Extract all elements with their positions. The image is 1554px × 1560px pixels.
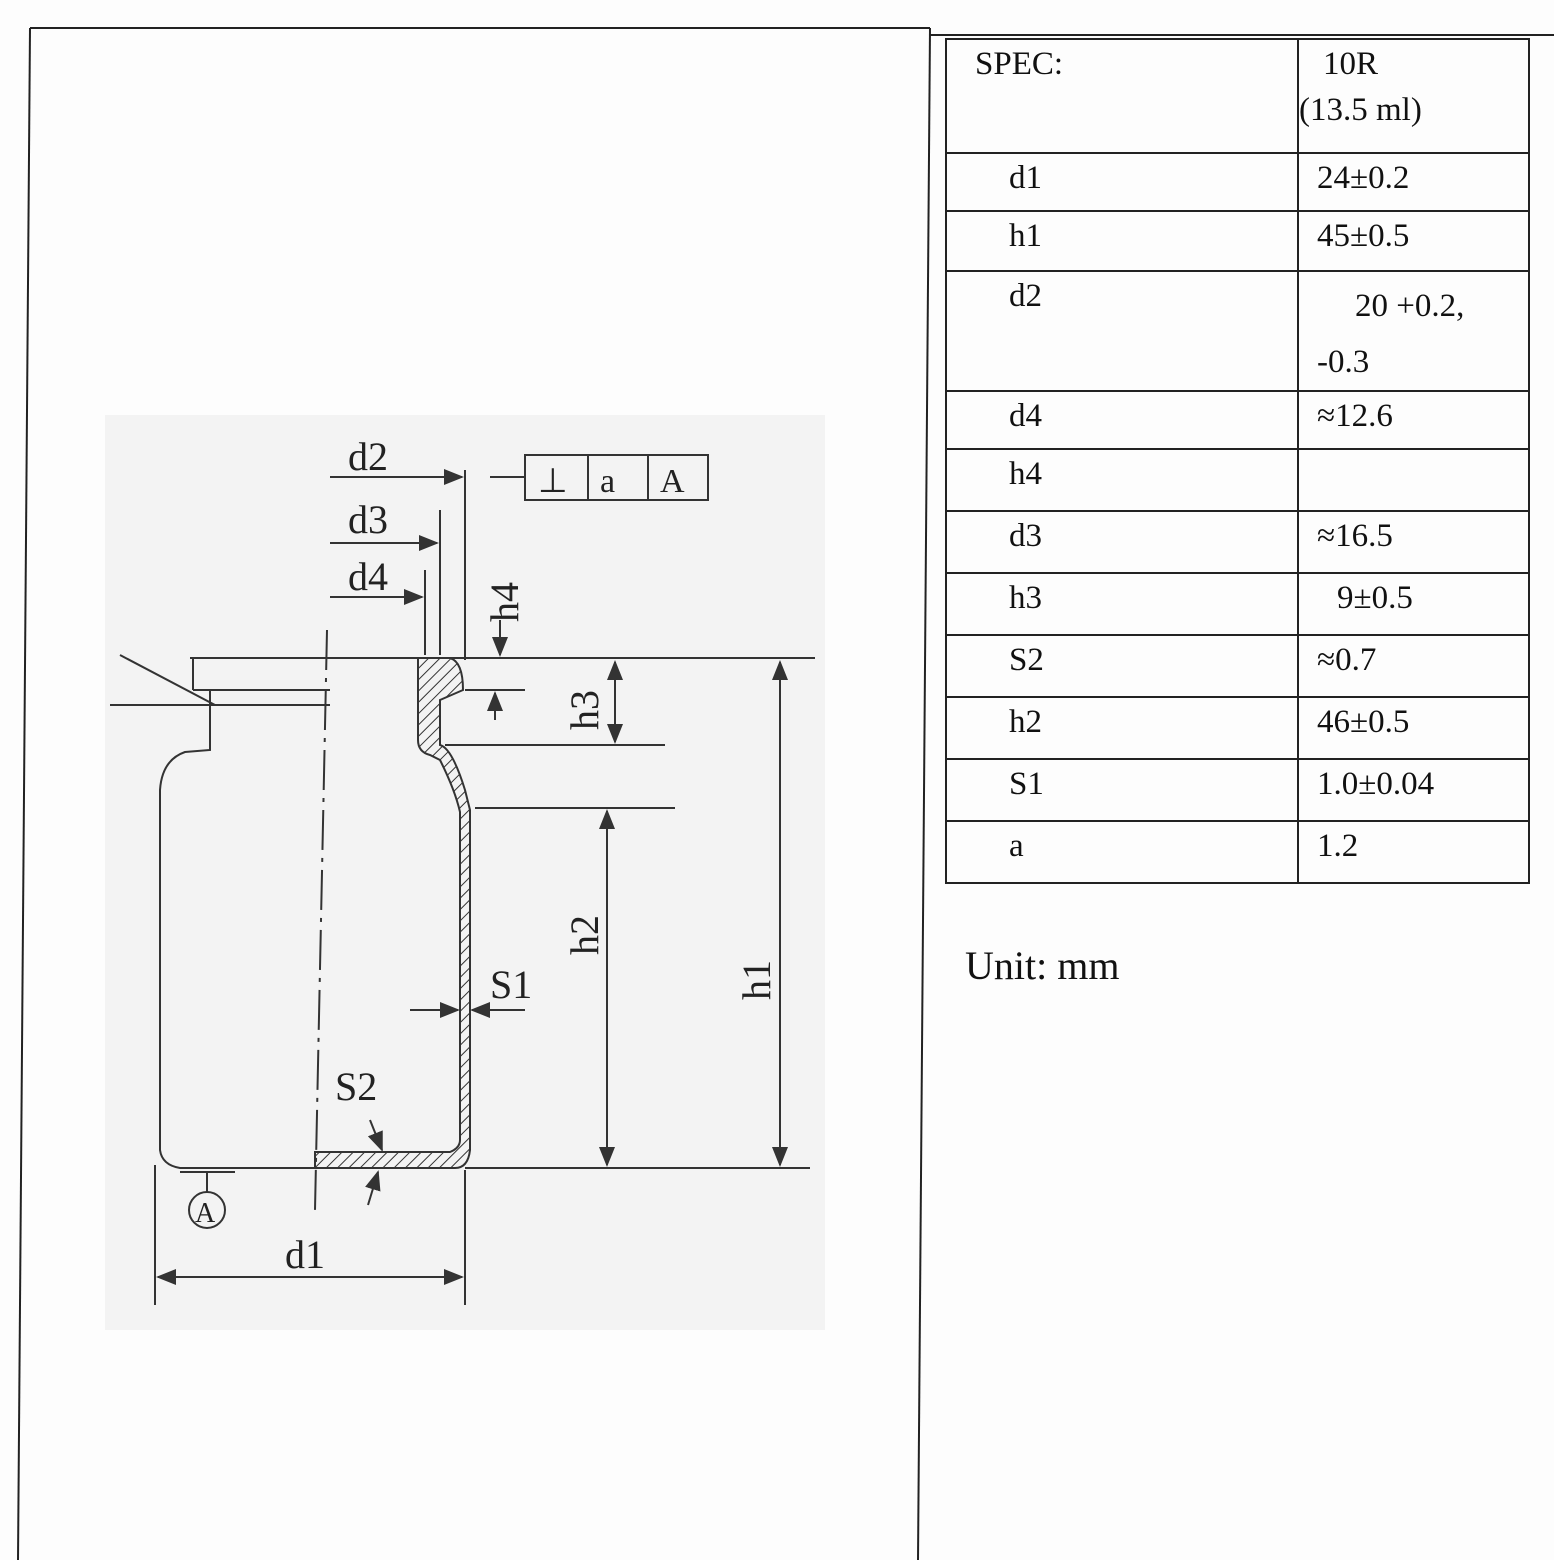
- label-d4: d4: [348, 554, 388, 599]
- tolerance-value: a: [600, 463, 615, 500]
- row-value: 9±0.5: [1297, 572, 1530, 636]
- row-value: 46±0.5: [1297, 696, 1530, 760]
- row-key: d3: [945, 510, 1299, 574]
- label-d3: d3: [348, 497, 388, 542]
- vial-outline: [110, 454, 815, 1305]
- spec-volume: (13.5 ml): [1299, 92, 1422, 128]
- row-value: 20 +0.2, -0.3: [1297, 270, 1530, 392]
- table-row: S2≈0.7: [945, 634, 1530, 698]
- row-value: ≈12.6: [1297, 390, 1530, 450]
- row-value: ≈0.7: [1297, 634, 1530, 698]
- spec-code: 10R: [1323, 46, 1379, 82]
- label-d1: d1: [285, 1232, 325, 1277]
- table-row: d3≈16.5: [945, 510, 1530, 574]
- tolerance-datum: A: [660, 463, 685, 500]
- table-row: h4: [945, 448, 1530, 512]
- row-value: [1297, 448, 1530, 512]
- row-value: 1.2: [1297, 820, 1530, 884]
- row-value: ≈16.5: [1297, 510, 1530, 574]
- row-key: h2: [945, 696, 1299, 760]
- unit-note: Unit: mm: [965, 943, 1120, 988]
- d2-tolerance-minus: -0.3: [1317, 344, 1370, 380]
- row-key: h4: [945, 448, 1299, 512]
- label-h3: h3: [562, 690, 607, 730]
- table-row: d2 20 +0.2, -0.3: [945, 270, 1530, 392]
- row-key: h1: [945, 210, 1299, 272]
- row-key: d4: [945, 390, 1299, 450]
- label-h1: h1: [734, 960, 779, 1000]
- label-h2: h2: [562, 915, 607, 955]
- table-row: d4≈12.6: [945, 390, 1530, 450]
- row-key: h3: [945, 572, 1299, 636]
- row-value: 45±0.5: [1297, 210, 1530, 272]
- spec-label: SPEC:: [945, 38, 1299, 154]
- row-key: d2: [945, 270, 1299, 392]
- table-row: SPEC: 10R (13.5 ml): [945, 38, 1530, 154]
- row-key: S2: [945, 634, 1299, 698]
- perpendicularity-symbol: ⊥: [538, 463, 568, 500]
- dimension-labels: d2 d3 d4 h4 h3 h2 h1 S1 S2 d1 A ⊥ a A: [195, 434, 779, 1277]
- label-d2: d2: [348, 434, 388, 479]
- row-value: 24±0.2: [1297, 152, 1530, 212]
- page-frame: [17, 27, 1554, 1560]
- label-s2: S2: [335, 1064, 377, 1109]
- row-value: 1.0±0.04: [1297, 758, 1530, 822]
- row-key: a: [945, 820, 1299, 884]
- label-s1: S1: [490, 962, 532, 1007]
- spec-value: 10R (13.5 ml): [1297, 38, 1530, 154]
- tolerance-frame: [524, 454, 709, 501]
- row-key: S1: [945, 758, 1299, 822]
- label-h4: h4: [482, 582, 527, 622]
- datum-a-label: A: [195, 1198, 216, 1229]
- row-key: d1: [945, 152, 1299, 212]
- d2-tolerance-plus: 20 +0.2,: [1355, 288, 1465, 324]
